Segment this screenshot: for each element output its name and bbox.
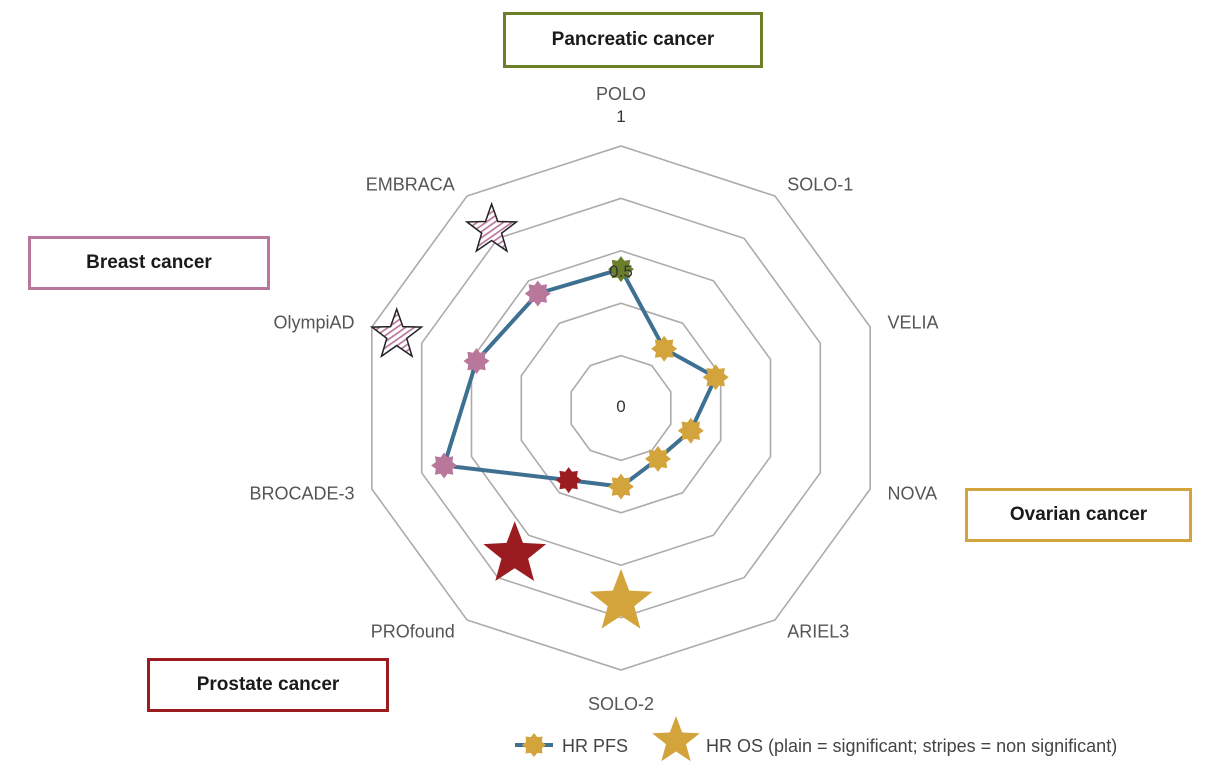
axis-label: POLO bbox=[596, 84, 646, 104]
legend-pfs-label: HR PFS bbox=[562, 736, 628, 756]
tick-label-0: 0 bbox=[616, 397, 625, 416]
pfs-point bbox=[555, 467, 582, 494]
tissue-label-breast: Breast cancer bbox=[86, 252, 212, 273]
grid-ring bbox=[520, 302, 722, 514]
axis-label: VELIA bbox=[888, 313, 939, 333]
tick-label-0.5: 0.5 bbox=[609, 262, 633, 281]
axis-label: NOVA bbox=[888, 483, 938, 503]
pfs-point bbox=[677, 417, 704, 444]
tissue-label-pancreatic: Pancreatic cancer bbox=[551, 29, 715, 50]
grid-ring bbox=[570, 354, 672, 462]
pfs-point bbox=[608, 256, 634, 283]
pfs-point bbox=[524, 280, 551, 307]
os-point bbox=[589, 568, 653, 629]
grid-ring bbox=[470, 249, 772, 567]
grid-ring bbox=[420, 197, 822, 619]
tissue-label-prostate: Prostate cancer bbox=[196, 674, 340, 695]
grid-ring bbox=[370, 145, 872, 671]
pfs-series bbox=[431, 256, 729, 500]
legend-os-marker bbox=[652, 716, 700, 762]
pfs-point bbox=[608, 473, 634, 500]
tick-labels: 1 0.5 0 bbox=[609, 107, 633, 416]
axis-label: ARIEL3 bbox=[787, 621, 849, 641]
os-markers bbox=[369, 201, 653, 629]
tissue-box-ovarian: Ovarian cancer bbox=[965, 488, 1192, 542]
os-point bbox=[464, 201, 519, 253]
axis-label: BROCADE-3 bbox=[249, 483, 354, 503]
axis-label: SOLO-2 bbox=[588, 694, 654, 714]
pfs-line bbox=[442, 267, 718, 489]
axis-label: OlympiAD bbox=[273, 313, 354, 333]
axis-label: EMBRACA bbox=[366, 175, 455, 195]
tissue-label-ovarian: Ovarian cancer bbox=[1009, 504, 1148, 525]
tissue-box-prostate: Prostate cancer bbox=[147, 658, 389, 712]
axis-label: PROfound bbox=[371, 621, 455, 641]
legend-pfs-marker bbox=[522, 733, 546, 757]
tissue-box-breast: Breast cancer bbox=[28, 236, 270, 290]
tissue-box-pancreatic: Pancreatic cancer bbox=[503, 12, 763, 68]
pfs-point bbox=[702, 364, 729, 391]
pfs-point bbox=[651, 335, 678, 362]
legend: HR PFS HR OS (plain = significant; strip… bbox=[515, 716, 1117, 762]
tick-label-1: 1 bbox=[616, 107, 625, 126]
radar-grid bbox=[370, 145, 872, 671]
os-point bbox=[483, 521, 547, 581]
axis-label: SOLO-1 bbox=[787, 175, 853, 195]
pfs-point bbox=[463, 348, 490, 374]
legend-os-label: HR OS (plain = significant; stripes = no… bbox=[706, 736, 1117, 756]
pfs-point bbox=[645, 445, 671, 472]
pfs-point bbox=[431, 452, 458, 479]
os-point bbox=[369, 306, 424, 359]
